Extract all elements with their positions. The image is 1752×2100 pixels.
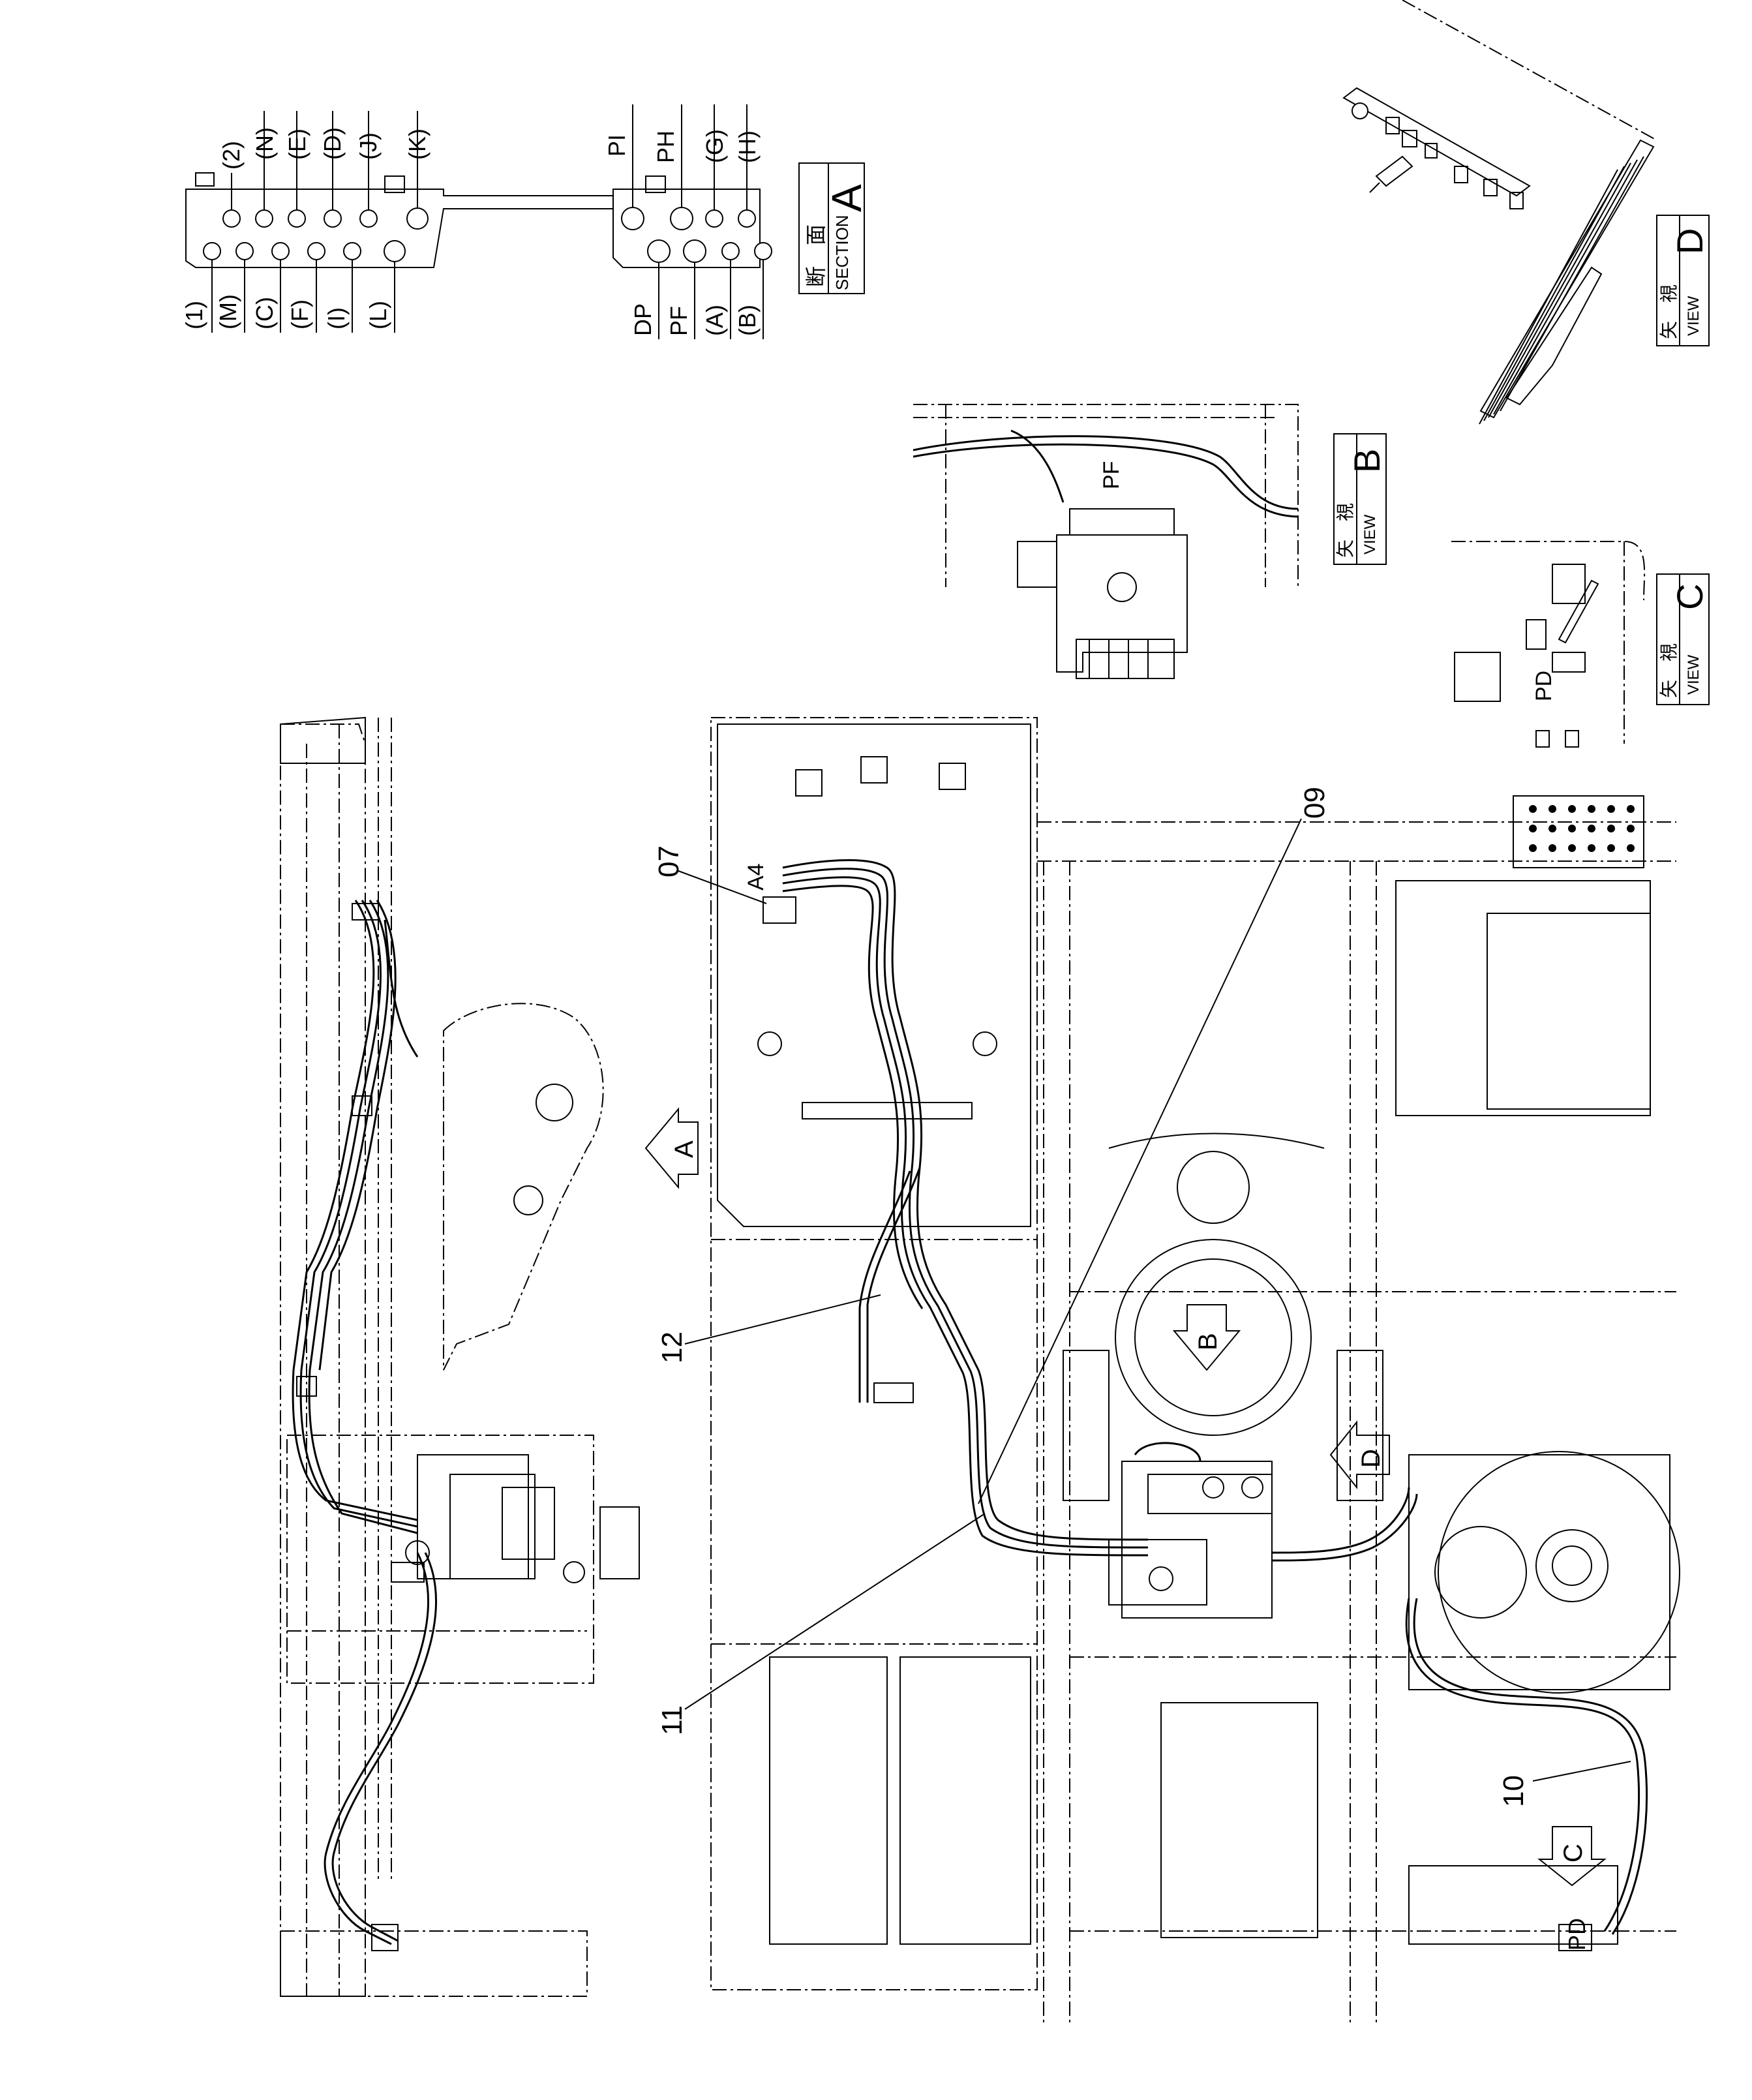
section-a-left-bottom-ports <box>203 240 406 262</box>
port-label-l: (L) <box>365 301 391 329</box>
callout-12: 12 <box>656 1332 688 1363</box>
side-pump-assembly <box>391 1454 640 1583</box>
section-a-left-top-ports <box>222 207 429 230</box>
tee-fitting <box>873 1382 914 1403</box>
port-label-c: (C) <box>251 297 278 329</box>
view-arrow-d: D <box>1329 1420 1390 1489</box>
port-label-k: (K) <box>404 129 430 160</box>
view-b-block: PF 矢 視 VIEW B <box>913 404 1387 679</box>
port-label-f: (F) <box>286 299 313 329</box>
port-label-g: (G) <box>701 129 728 163</box>
view-d-letter: D <box>1669 228 1710 254</box>
pd-fitting <box>1558 1924 1592 1951</box>
port-label-h: (H) <box>734 130 761 163</box>
port-label-ph: PH <box>652 130 679 163</box>
swing-bearing <box>1108 1133 1325 1436</box>
callout-11: 11 <box>656 1705 688 1735</box>
side-view-frame <box>280 716 640 1997</box>
plan-piping <box>782 859 1648 1935</box>
view-arrow-b: B <box>1172 1304 1241 1371</box>
callout-a4: A4 <box>744 863 768 890</box>
port-label-n: (N) <box>251 127 278 160</box>
section-a-title: 断 面 SECTION A <box>798 162 870 294</box>
section-a-right-top-ports <box>621 207 756 230</box>
view-arrow-c: C <box>1537 1826 1607 1887</box>
plan-view <box>710 717 1680 2022</box>
view-arrow-c-letter: C <box>1559 1844 1588 1863</box>
port-label-i: (I) <box>323 307 350 329</box>
control-valve-assembly <box>1108 1461 1273 1619</box>
port-label-a: (A) <box>701 305 728 336</box>
section-a-right-bottom-ports <box>647 239 772 263</box>
view-arrow-a: A <box>644 1107 699 1189</box>
section-a-title-en: SECTION <box>832 215 852 290</box>
port-label-1: (1) <box>181 301 207 329</box>
port-label-m: (M) <box>215 294 241 329</box>
view-c-title: 矢 視 VIEW C <box>1656 573 1710 705</box>
view-c-letter: C <box>1669 584 1710 610</box>
view-d-block: 矢 視 VIEW D <box>1342 0 1710 425</box>
callout-07: 07 <box>653 845 685 877</box>
callout-09: 09 <box>1299 787 1331 819</box>
view-c-title-en: VIEW <box>1685 654 1702 695</box>
callout-pd: PD <box>1563 1918 1590 1951</box>
section-a-block: (2) (N) (E) (D) (J) (K) (1) (M) (C) (F) … <box>181 104 870 339</box>
view-b-title-jp: 矢 視 <box>1335 503 1355 558</box>
view-c-title-jp: 矢 視 <box>1659 643 1679 698</box>
view-d-title-jp: 矢 視 <box>1659 284 1679 339</box>
a4-fitting <box>763 896 796 924</box>
port-label-b: (B) <box>734 305 761 336</box>
view-d-title: 矢 視 VIEW D <box>1656 215 1710 346</box>
callout-leaders <box>678 818 1631 1782</box>
view-arrow-d-letter: D <box>1357 1449 1385 1468</box>
section-a-title-jp: 断 面 <box>804 224 828 287</box>
port-label-pi: PI <box>603 134 630 157</box>
port-label-j: (J) <box>355 132 382 160</box>
view-arrow-b-letter: B <box>1194 1333 1222 1350</box>
view-b-letter: B <box>1346 449 1387 473</box>
port-label-d: (D) <box>319 127 346 160</box>
side-piping-bundle <box>292 900 438 1945</box>
section-a-letter: A <box>823 184 870 212</box>
view-b-title-en: VIEW <box>1361 514 1379 555</box>
view-b-title: 矢 視 VIEW B <box>1333 433 1387 565</box>
view-c-block: PD 矢 視 VIEW C <box>1451 541 1710 748</box>
port-label-pf: PF <box>665 306 692 336</box>
port-label-2: (2) <box>218 141 245 170</box>
view-arrow-a-letter: A <box>670 1140 699 1158</box>
port-label-e: (E) <box>284 129 310 160</box>
view-b-port-pf: PF <box>1099 461 1124 489</box>
hydraulic-tank <box>1408 1451 1680 1694</box>
port-label-dp: DP <box>629 303 656 336</box>
callout-10: 10 <box>1498 1775 1530 1807</box>
view-d-title-en: VIEW <box>1685 296 1702 336</box>
view-c-port-pd: PD <box>1532 671 1556 701</box>
